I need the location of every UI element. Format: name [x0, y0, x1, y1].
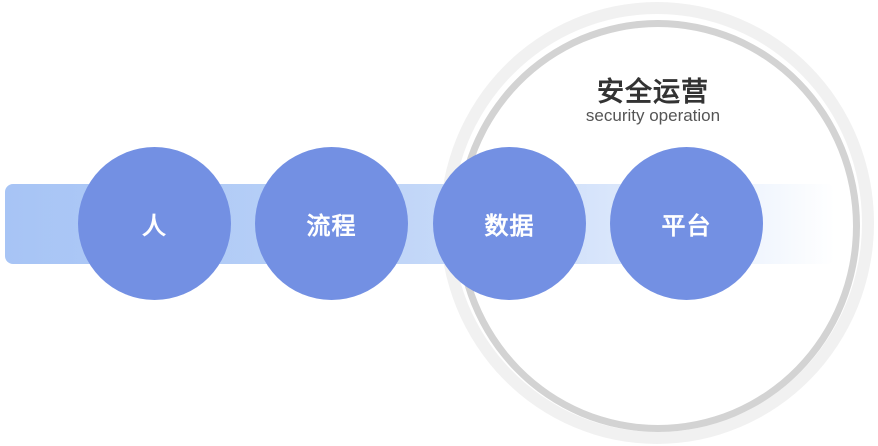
ring-title: 安全运营 [597, 77, 709, 108]
node-data: 数据 [433, 147, 586, 300]
node-platform: 平台 [610, 147, 763, 300]
node-people-label: 人 [142, 212, 167, 240]
node-process: 流程 [255, 147, 408, 300]
node-people: 人 [78, 147, 231, 300]
node-platform-label: 平台 [661, 212, 712, 240]
node-process-label: 流程 [306, 212, 357, 240]
ring-subtitle: security operation [585, 106, 721, 125]
node-data-label: 数据 [484, 212, 535, 240]
